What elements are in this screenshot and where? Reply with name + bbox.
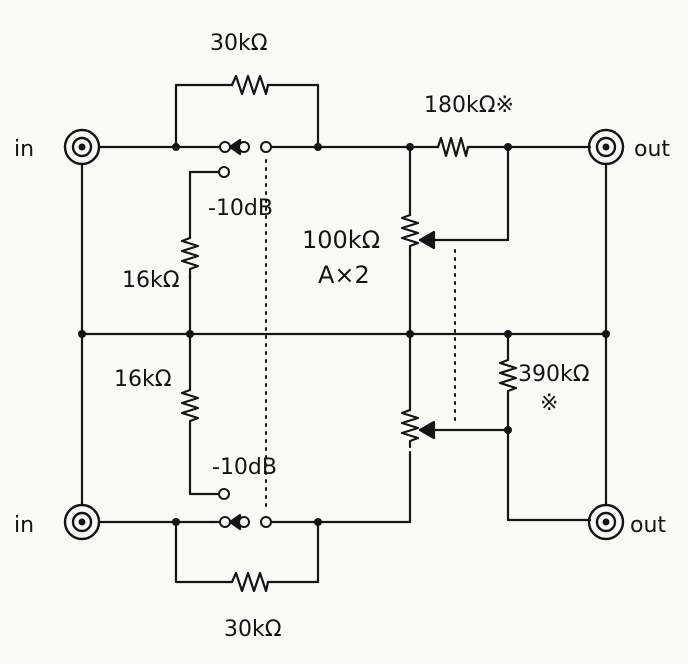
switch-top-atten-contact (218, 166, 230, 178)
label-switch-top: -10dB (208, 196, 273, 221)
label-pot-type: A×2 (318, 261, 370, 289)
junction-dots (78, 143, 610, 526)
label-pot: 100kΩ (302, 226, 380, 254)
resistor-shunt (498, 358, 518, 401)
switch-top-pivot (219, 141, 231, 153)
label-r-atten-top: 16kΩ (122, 268, 180, 293)
resistor-top-bypass (230, 74, 270, 96)
label-r-top-bypass: 30kΩ (210, 31, 268, 56)
jack-in-top[interactable] (63, 128, 101, 166)
wires (80, 83, 608, 584)
jack-in-bottom[interactable] (63, 503, 101, 541)
label-r-shunt-note: ※ (540, 391, 558, 416)
label-out-top: out (634, 137, 670, 162)
switch-bottom-atten-contact (218, 488, 230, 500)
label-in-bottom: in (14, 513, 34, 538)
potentiometer-bottom (400, 408, 436, 449)
label-out-bottom: out (630, 513, 666, 538)
label-r-shunt: 390kΩ (518, 362, 590, 387)
resistor-series-out (436, 136, 470, 158)
resistor-bottom-bypass (230, 571, 270, 593)
label-in-top: in (14, 137, 34, 162)
label-r-atten-bottom: 16kΩ (114, 367, 172, 392)
label-r-bottom-bypass: 30kΩ (224, 617, 282, 642)
jack-out-top[interactable] (587, 128, 625, 166)
label-r-series-out: 180kΩ※ (424, 93, 514, 118)
potentiometer-top (400, 213, 436, 257)
resistor-atten-bottom (180, 388, 200, 428)
switch-bottom[interactable] (210, 488, 272, 531)
switch-top[interactable] (210, 138, 272, 178)
label-switch-bottom: -10dB (212, 455, 277, 480)
resistor-atten-top (180, 236, 200, 280)
jack-out-bottom[interactable] (587, 503, 625, 541)
